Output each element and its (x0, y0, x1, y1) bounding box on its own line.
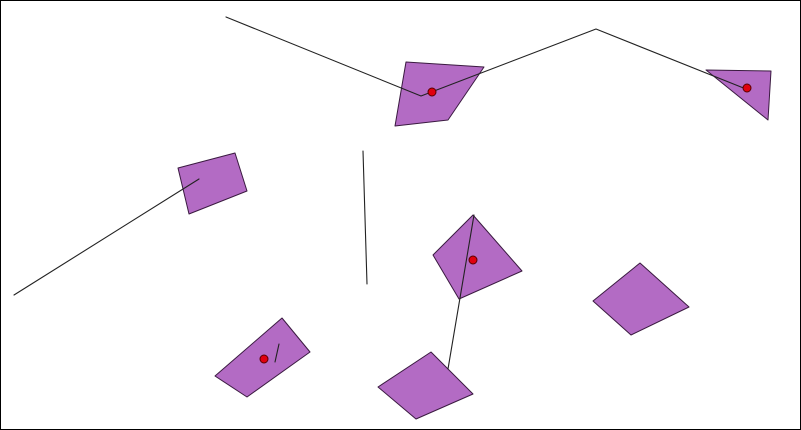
point-feature-bottom-left[interactable] (259, 354, 269, 364)
line-feature-center-connector[interactable] (447, 214, 475, 370)
polygon-feature-top-center[interactable] (394, 61, 485, 127)
line-feature-left-diagonal[interactable] (13, 178, 200, 296)
polygon-feature-left[interactable] (177, 152, 248, 215)
point-layer (259, 83, 752, 364)
point-feature-center[interactable] (468, 255, 478, 265)
polygon-layer (177, 61, 772, 420)
polygon-feature-top-right[interactable] (705, 69, 772, 121)
line-feature-short-tick[interactable] (274, 343, 280, 363)
polygon-feature-bottom-center[interactable] (377, 351, 474, 420)
polygon-feature-right-diamond[interactable] (592, 262, 690, 336)
polygon-feature-center-kite[interactable] (432, 214, 523, 300)
point-feature-top-right[interactable] (742, 83, 752, 93)
line-layer (13, 16, 747, 370)
point-feature-top-center[interactable] (427, 87, 437, 97)
line-feature-center-vertical[interactable] (362, 150, 368, 285)
line-feature-top-route[interactable] (225, 16, 747, 97)
